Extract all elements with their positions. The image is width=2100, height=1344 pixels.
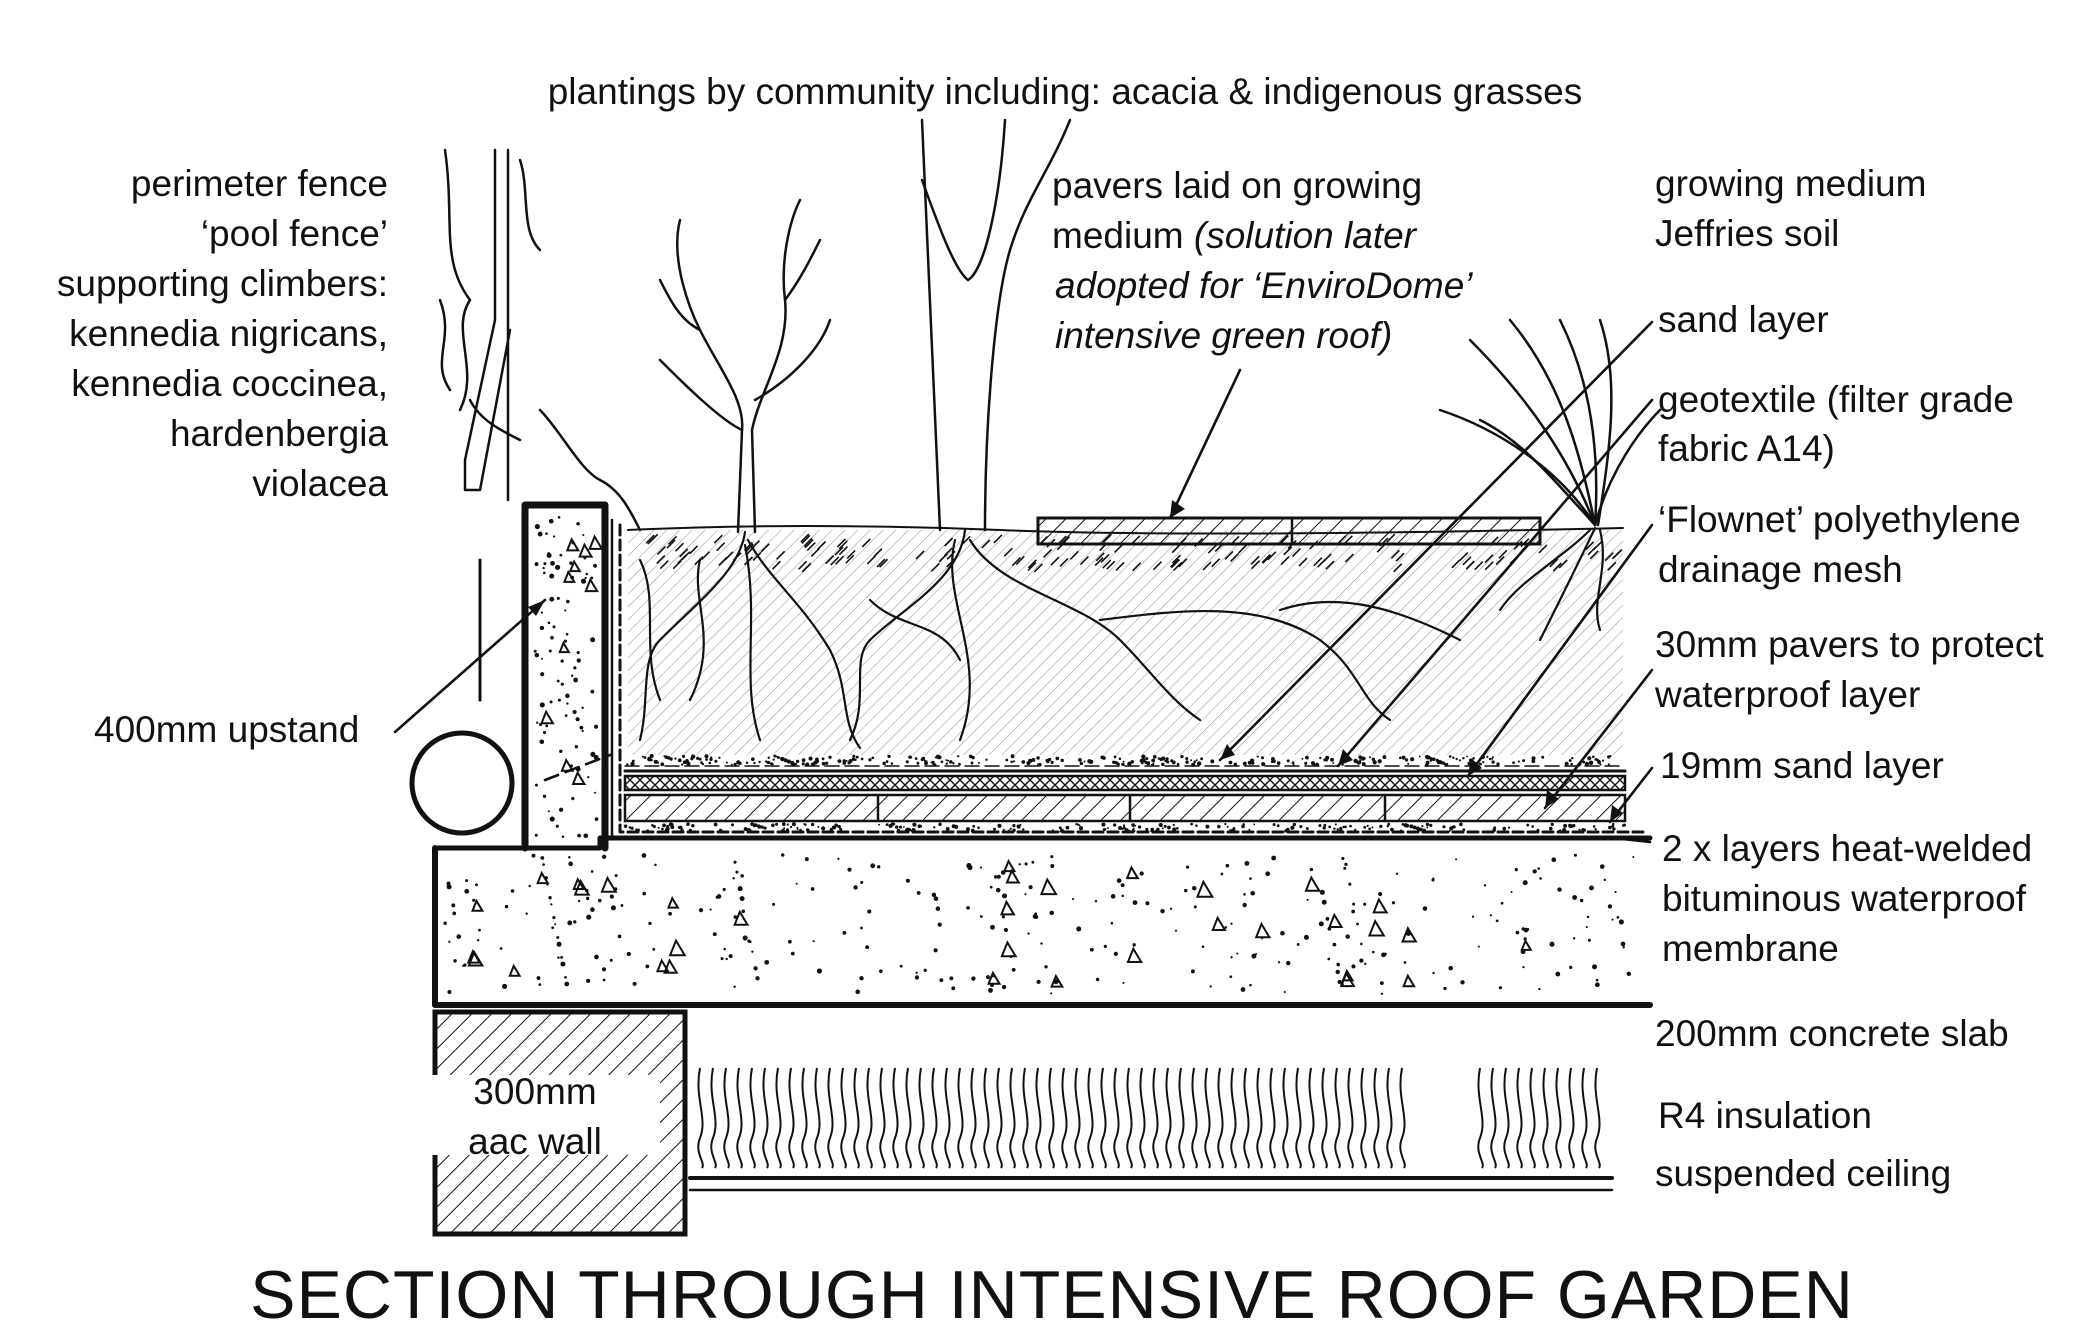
wall-label-2: aac wall [468,1121,602,1162]
svg-text:pavers laid on growing: pavers laid on growing [1052,165,1422,206]
upstand-leader [393,598,547,734]
flownet-label-2: drainage mesh [1658,549,1903,590]
jeffries-soil-label: Jeffries soil [1655,213,1839,254]
membrane-label-2: bituminous waterproof [1662,878,2027,919]
growing-medium [627,525,1624,755]
sand-layer [626,754,1612,767]
protect-pavers-label-2: waterproof layer [1654,674,1920,715]
geotextile-label-2: fabric A14) [1658,428,1835,469]
ceiling-label: suspended ceiling [1655,1153,1951,1194]
right-labels: growing medium Jeffries soil sand layer … [1654,163,2044,1194]
membrane-leader [1611,836,1652,844]
r4-insulation [697,1067,1601,1169]
svg-text:perimeter fence: perimeter fence [131,163,388,204]
growing-medium-label: growing medium [1655,163,1926,204]
tree-trunks [438,118,1662,702]
slab-label: 200mm concrete slab [1655,1013,2009,1054]
svg-text:supporting climbers:: supporting climbers: [57,263,388,304]
fence-label: perimeter fence ‘pool fence’ supporting … [57,163,389,504]
svg-text:medium (solution later: medium (solution later [1052,215,1418,256]
upstand-membrane-leader [543,753,612,782]
suspended-ceiling [688,1176,1614,1192]
aac-wall: 300mm aac wall [372,1009,688,1237]
geotextile-label: geotextile (filter grade [1658,379,2014,420]
surface-pavers [1036,516,1542,546]
pavers-leader [1168,368,1242,520]
membrane-label: 2 x layers heat-welded [1662,828,2032,869]
leader-arrowheads [528,500,1623,822]
section-title: SECTION THROUGH INTENSIVE ROOF GARDEN [250,1257,1854,1333]
protect-pavers-leader [1543,668,1654,810]
svg-text:kennedia nigricans,: kennedia nigricans, [69,313,388,354]
drain-pipe-icon [409,730,515,836]
protect-pavers-label: 30mm pavers to protect [1655,624,2044,665]
sand-layer-leader [1218,320,1654,762]
sand-layer-label: sand layer [1658,299,1829,340]
upstand-label: 400mm upstand [94,709,359,750]
upstand [521,501,609,852]
svg-text:intensive green roof): intensive green roof) [1055,315,1392,356]
svg-text:adopted for ‘EnviroDome’: adopted for ‘EnviroDome’ [1055,265,1473,306]
membrane-label-3: membrane [1662,928,1839,969]
plantings-note: plantings by community including: acacia… [548,71,1583,112]
protection-pavers [623,793,1627,823]
flownet-drainage-mesh [623,774,1627,792]
svg-text:violacea: violacea [252,463,388,504]
sand-19mm-layer [623,822,1627,833]
svg-text:kennedia coccinea,: kennedia coccinea, [71,363,388,404]
sand-19mm-label: 19mm sand layer [1660,745,1944,786]
waterproof-membrane [618,523,1647,834]
geotextile-leader [1336,398,1654,768]
pavers-label: pavers laid on growing medium (solution … [1052,165,1473,356]
concrete-slab [432,835,1653,1008]
svg-text:‘pool fence’: ‘pool fence’ [201,213,388,254]
wall-label-1: 300mm [473,1071,596,1112]
flownet-label: ‘Flownet’ polyethylene [1658,499,2021,540]
geotextile-layer [623,765,1627,773]
svg-text:hardenbergia: hardenbergia [170,413,388,454]
flownet-leader [1466,523,1654,778]
insulation-label: R4 insulation [1658,1095,1872,1136]
leader-lines [393,320,1654,844]
